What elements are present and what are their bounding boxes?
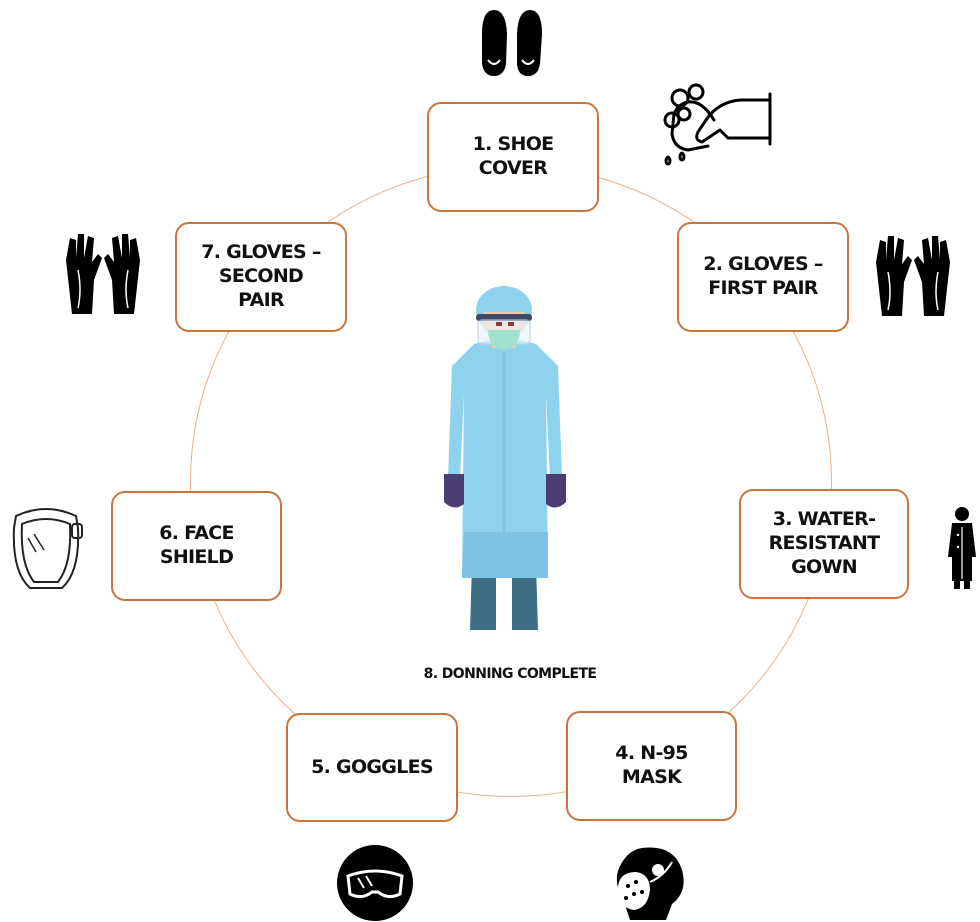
n95-mask-icon (610, 842, 690, 922)
donning-complete-label: 8. DONNING COMPLETE (360, 666, 660, 682)
step-goggles: 5. GOGGLES (286, 713, 458, 822)
step-gloves-second-pair: 7. GLOVES – SECOND PAIR (175, 222, 347, 332)
step-water-resistant-gown: 3. WATER- RESISTANT GOWN (739, 489, 909, 599)
step-gloves-first-pair: 2. GLOVES – FIRST PAIR (677, 222, 849, 332)
hand-washing-icon (658, 80, 776, 170)
step-shoe-cover: 1. SHOE COVER (427, 102, 599, 212)
gloves-icon (62, 230, 144, 318)
shoe-cover-icon (478, 8, 546, 78)
step-n95-mask: 4. N-95 MASK (566, 711, 737, 821)
gloves-icon (872, 232, 954, 320)
gown-icon (946, 505, 978, 591)
goggles-icon (336, 844, 414, 922)
step-face-shield: 6. FACE SHIELD (111, 491, 282, 601)
face-shield-icon (6, 502, 86, 592)
ppe-figure-illustration (430, 282, 580, 634)
